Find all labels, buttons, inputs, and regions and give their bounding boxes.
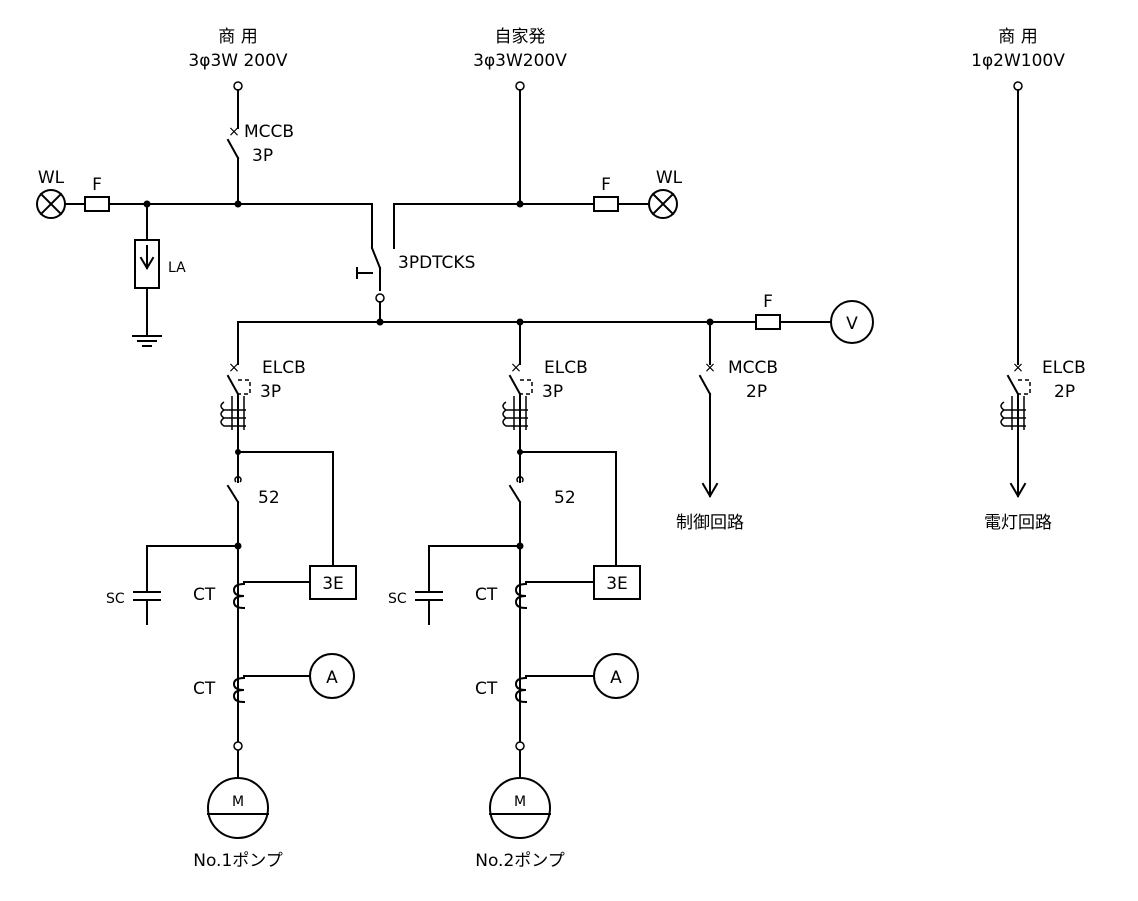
ct-icon — [514, 676, 528, 704]
voltmeter-label: V — [846, 314, 858, 334]
relay-3e — [309, 565, 357, 600]
mccb-contact — [226, 138, 240, 160]
elcb-poles-label: 3P — [260, 382, 281, 402]
zct-icon — [1000, 396, 1026, 430]
ct-label: CT — [475, 585, 498, 605]
control-circuit-label: 制御回路 — [676, 513, 744, 533]
source-commercial-3p-rating: 3φ3W 200V — [188, 51, 288, 71]
fuse-label-right: F — [601, 175, 611, 195]
fuse-voltmeter — [755, 314, 781, 330]
voltmeter-icon — [830, 300, 874, 344]
generator-feed: F WL — [393, 81, 683, 219]
ammeter-label: A — [326, 668, 338, 688]
motor-icon — [489, 777, 551, 839]
source-commercial-1p-title: 商 用 — [998, 27, 1037, 47]
source-commercial-1p-rating: 1φ2W100V — [971, 51, 1065, 71]
contactor-label: 52 — [258, 488, 280, 508]
sc-label: SC — [106, 591, 125, 607]
wl-label-left: WL — [38, 168, 65, 188]
lamp-wl-right — [648, 189, 678, 219]
source-commercial-3p-title: 商 用 — [218, 27, 257, 47]
trip-mark: × — [510, 360, 522, 376]
trip-mark: × — [228, 124, 240, 140]
control-circuit: × MCCB 2P 制御回路 — [676, 321, 778, 533]
arrow-down-icon — [1009, 482, 1027, 498]
transfer-switch: 3PDTCKS — [356, 203, 475, 323]
contactor-label: 52 — [554, 488, 576, 508]
source-generator-title: 自家発 — [495, 27, 546, 47]
pump-1-label: No.1ポンプ — [193, 851, 283, 871]
mccb-poles-label: 3P — [252, 146, 273, 166]
zct-icon — [220, 396, 246, 430]
trip-mark: × — [704, 360, 716, 376]
ct-label: CT — [193, 679, 216, 699]
source-generator-rating: 3φ3W200V — [473, 51, 567, 71]
fuse-right — [593, 196, 619, 212]
motor-icon — [207, 777, 269, 839]
elcb-poles-label: 3P — [542, 382, 563, 402]
ammeter-label: A — [610, 668, 622, 688]
transfer-switch-label: 3PDTCKS — [398, 253, 475, 273]
zct-icon — [502, 396, 528, 430]
ammeter-icon — [309, 653, 355, 699]
ct-label: CT — [475, 679, 498, 699]
elcb-label: ELCB — [544, 358, 588, 378]
ct-icon — [514, 582, 528, 610]
arrow-down-icon — [701, 482, 719, 498]
elcb-label: ELCB — [262, 358, 306, 378]
fuse-label-left: F — [92, 175, 102, 195]
relay-label: 3E — [606, 574, 628, 594]
load-bus: F V — [237, 292, 874, 344]
relay-3e — [593, 565, 641, 600]
ct-label: CT — [193, 585, 216, 605]
motor-label: M — [514, 794, 526, 810]
branch-pump-2: × ELCB 3P 52 SC CT 3E CT A — [388, 321, 641, 871]
lighting-poles-label: 2P — [1054, 382, 1075, 402]
lighting-breaker-label: ELCB — [1042, 358, 1086, 378]
lamp-wl-left — [36, 189, 66, 219]
trip-mark: × — [1012, 360, 1024, 376]
sc-label: SC — [388, 591, 407, 607]
ammeter-icon — [593, 653, 639, 699]
control-poles-label: 2P — [746, 382, 767, 402]
wl-label-right: WL — [656, 168, 683, 188]
source-terminal — [233, 81, 243, 91]
branch-pump-1: × ELCB 3P 52 SC CT 3E CT A — [106, 321, 357, 871]
lighting-circuit-label: 電灯回路 — [984, 513, 1052, 533]
lighting-circuit: × ELCB 2P 電灯回路 — [984, 81, 1086, 533]
relay-label: 3E — [322, 574, 344, 594]
commercial-3p-feed: × MCCB 3P WL F LA — [36, 81, 373, 347]
ct-icon — [232, 676, 246, 704]
trip-mark: × — [228, 360, 240, 376]
fuse-left — [84, 196, 110, 212]
fuse-label-voltmeter: F — [763, 292, 773, 312]
la-label: LA — [168, 260, 186, 276]
control-breaker-label: MCCB — [728, 358, 778, 378]
mccb-label: MCCB — [244, 122, 294, 142]
motor-label: M — [232, 794, 244, 810]
pump-2-label: No.2ポンプ — [475, 851, 565, 871]
ct-icon — [232, 582, 246, 610]
ground-icon — [132, 335, 162, 347]
